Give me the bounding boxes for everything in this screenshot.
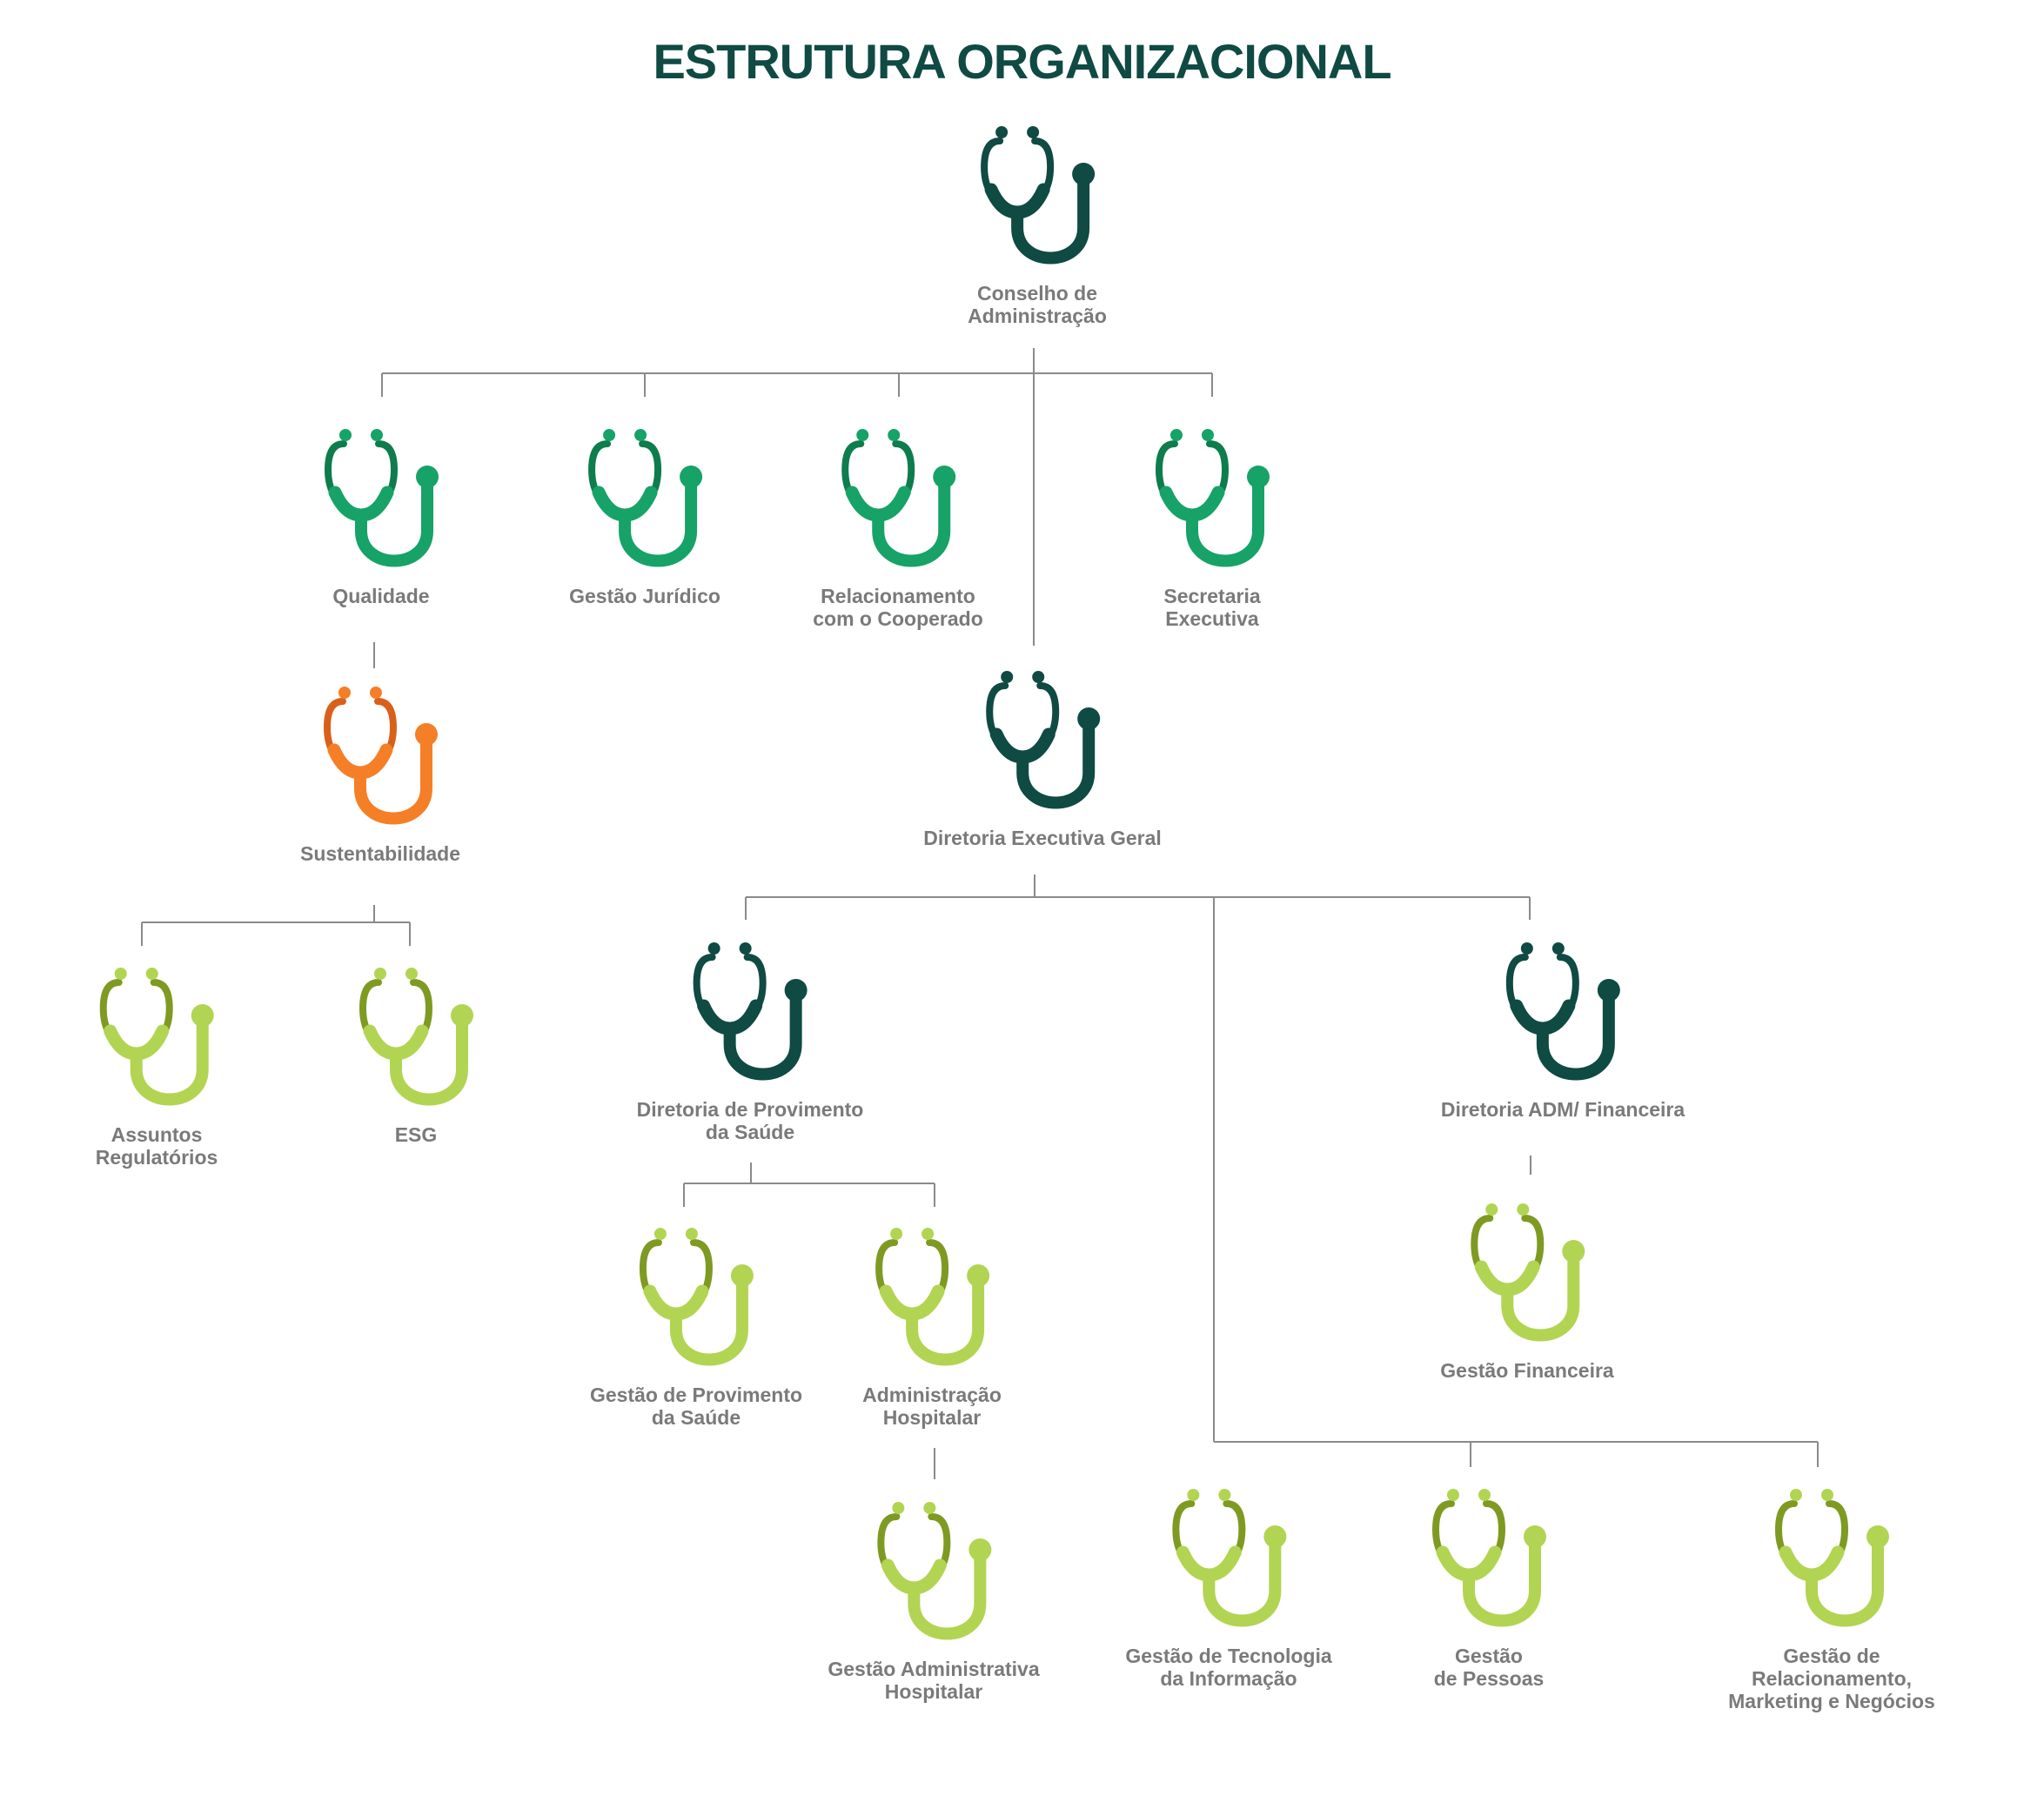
org-node-diretoria-adm: Diretoria ADM/ Financeira [1441, 938, 1685, 1121]
org-node-esg: ESG [356, 963, 476, 1146]
org-node-assuntos-regulatorios: Assuntos Regulatórios [96, 963, 218, 1169]
org-node-gestao-ti: Gestão de Tecnologia da Informação [1125, 1484, 1332, 1690]
org-node-label: Conselho de Administração [968, 282, 1107, 327]
org-node-label: Sustentabilidade [299, 842, 461, 865]
stethoscope-icon [876, 1502, 991, 1640]
stethoscope-icon [1431, 1489, 1546, 1627]
org-node-label: Gestão Jurídico [569, 585, 720, 607]
org-node-sustentabilidade: Sustentabilidade [300, 682, 460, 865]
stethoscope-icon [99, 968, 214, 1106]
org-node-label: Administração Hospitalar [862, 1384, 1002, 1429]
org-node-label: Relacionamento com o Cooperado [813, 585, 983, 630]
org-node-gestao-provimento: Gestão de Provimento da Saúde [590, 1223, 802, 1429]
org-node-label: Gestão de Pessoas [1433, 1645, 1545, 1690]
stethoscope-icon [587, 429, 702, 567]
org-node-diretoria-provimento: Diretoria de Provimento da Saúde [636, 938, 864, 1143]
org-node-label: Secretaria Executiva [1163, 585, 1261, 630]
org-node-label: Diretoria ADM/ Financeira [1440, 1098, 1685, 1121]
org-node-administracao-hospitalar: Administração Hospitalar [862, 1223, 1002, 1429]
org-node-qualidade: Qualidade [321, 425, 441, 607]
org-node-relacionamento-cooperado: Relacionamento com o Cooperado [813, 425, 983, 630]
org-node-secretaria: Secretaria Executiva [1152, 425, 1272, 630]
stethoscope-icon [985, 671, 1100, 809]
stethoscope-icon [359, 968, 473, 1106]
stethoscope-icon [639, 1228, 754, 1366]
org-node-label: Qualidade [332, 585, 430, 607]
page-title: ESTRUTURA ORGANIZACIONAL [653, 34, 1391, 89]
org-node-label: ESG [394, 1123, 438, 1146]
stethoscope-icon [323, 687, 438, 825]
stethoscope-icon [1470, 1203, 1585, 1342]
stethoscope-icon [875, 1228, 989, 1366]
org-node-gestao-financeira: Gestão Financeira [1440, 1199, 1614, 1382]
org-node-gestao-administrativa: Gestão Administrativa Hospitalar [828, 1498, 1040, 1703]
org-node-label: Gestão de Tecnologia da Informação [1125, 1645, 1332, 1690]
stethoscope-icon [1774, 1489, 1889, 1627]
stethoscope-icon [1171, 1489, 1286, 1627]
org-node-label: Gestão de Relacionamento, Marketing e Ne… [1728, 1645, 1935, 1712]
org-node-juridico: Gestão Jurídico [569, 425, 720, 607]
stethoscope-icon [841, 429, 955, 567]
org-node-gestao-pessoas: Gestão de Pessoas [1429, 1484, 1549, 1690]
stethoscope-icon [1155, 429, 1270, 567]
stethoscope-icon [693, 942, 808, 1081]
org-node-label: Gestão Financeira [1440, 1359, 1614, 1382]
org-node-gestao-relacionamento: Gestão de Relacionamento, Marketing e Ne… [1726, 1484, 1938, 1712]
stethoscope-icon [980, 126, 1095, 265]
org-node-diretoria-executiva: Diretoria Executiva Geral [923, 667, 1162, 849]
org-node-label: Diretoria de Provimento da Saúde [636, 1098, 864, 1143]
org-node-conselho: Conselho de Administração [968, 122, 1107, 327]
stethoscope-icon [324, 429, 439, 567]
org-node-label: Gestão Administrativa Hospitalar [828, 1658, 1040, 1703]
org-node-label: Assuntos Regulatórios [95, 1123, 218, 1169]
org-node-label: Diretoria Executiva Geral [923, 827, 1162, 849]
stethoscope-icon [1505, 942, 1620, 1081]
org-node-label: Gestão de Provimento da Saúde [589, 1384, 803, 1429]
